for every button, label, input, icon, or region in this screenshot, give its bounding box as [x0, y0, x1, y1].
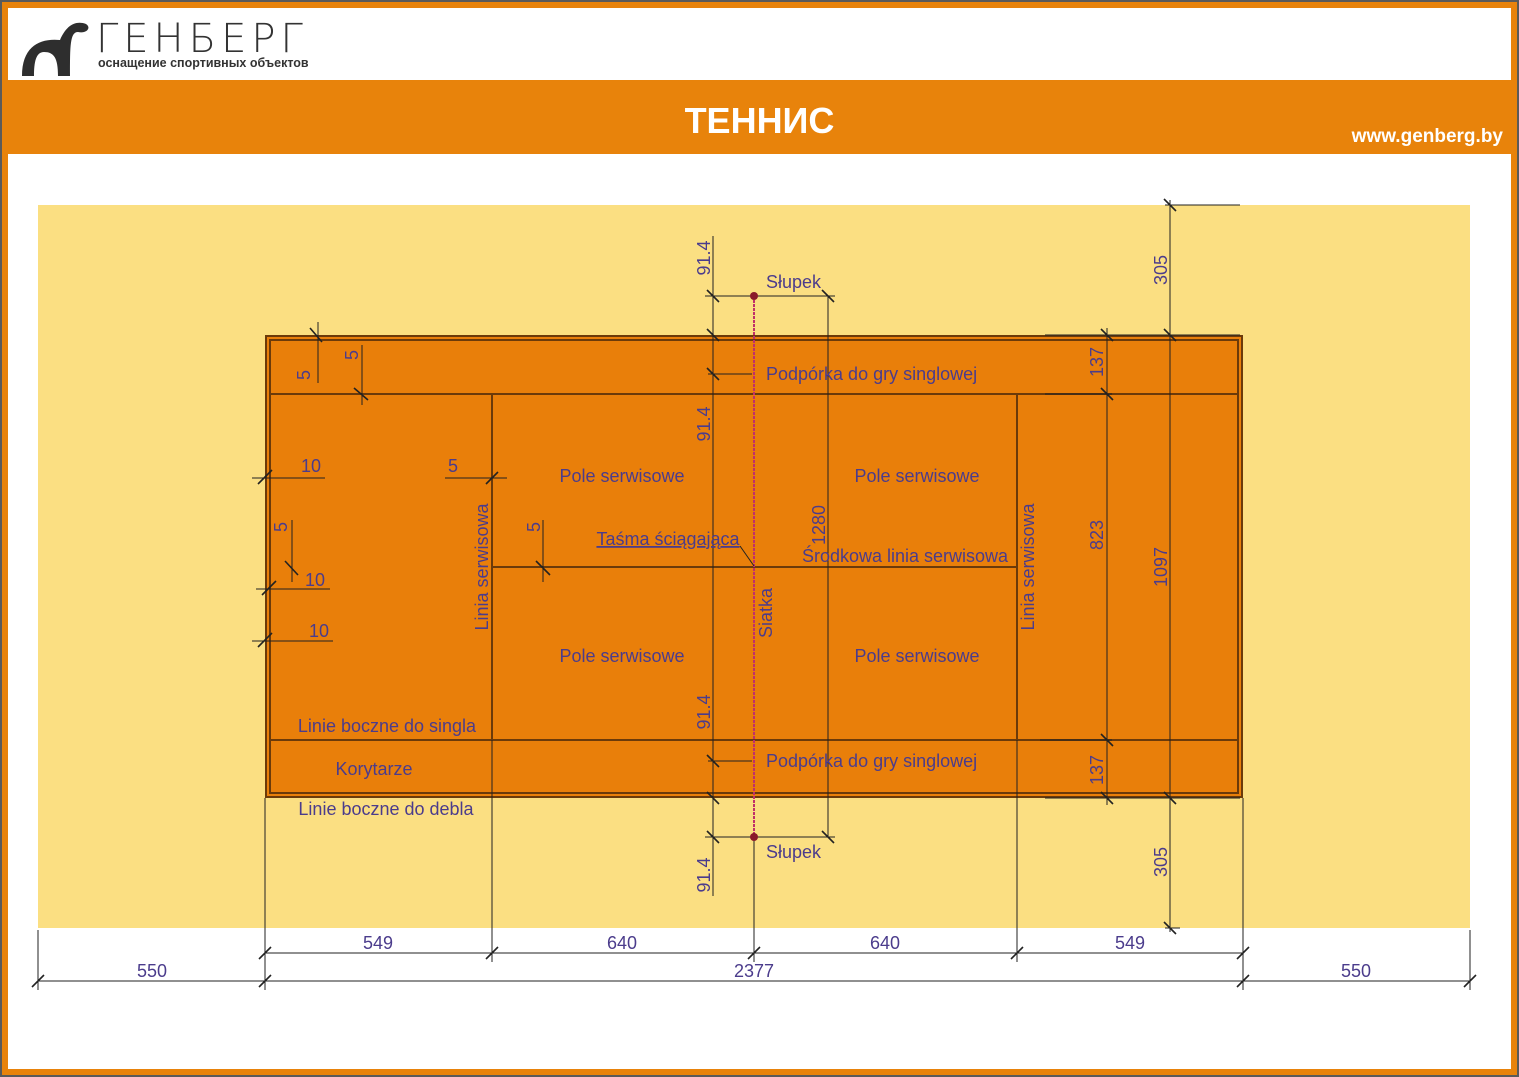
- dim-label: 640: [607, 933, 637, 953]
- dim-label: 10: [309, 621, 329, 641]
- page-title: ТЕННИС: [684, 100, 835, 141]
- dim-label: 640: [870, 933, 900, 953]
- brand-name: ГЕНБЕРГ: [96, 16, 308, 62]
- label-center-strap: Taśma ściągająca: [596, 529, 740, 549]
- label-service-box: Pole serwisowe: [854, 646, 979, 666]
- dim-label: 823: [1087, 520, 1107, 550]
- dimension-values: 549 640 640 549 550 2377 550 305 1097 30…: [137, 240, 1371, 981]
- label-center-service-line: Środkowa linia serwisowa: [802, 545, 1009, 566]
- label-net: Siatka: [756, 587, 776, 638]
- dimension-lines: [31, 198, 1477, 990]
- label-alleys: Korytarze: [335, 759, 412, 779]
- label-service-line-left: Linia serwisowa: [472, 502, 492, 630]
- dim-label: 305: [1151, 255, 1171, 285]
- dim-label: 2377: [734, 961, 774, 981]
- dim-label: 91.4: [694, 240, 714, 275]
- dim-label: 10: [305, 570, 325, 590]
- dim-label: 549: [1115, 933, 1145, 953]
- label-post-bottom: Słupek: [766, 842, 822, 862]
- net-post-bottom: [750, 833, 758, 841]
- brand-tagline: оснащение спортивных объектов: [98, 56, 309, 70]
- website-link[interactable]: www.genberg.by: [1351, 126, 1503, 147]
- dim-label: 5: [271, 522, 291, 532]
- dim-label: 5: [524, 522, 544, 532]
- dim-label: 91.4: [694, 406, 714, 441]
- dim-label: 10: [301, 456, 321, 476]
- genberg-logo-icon: [22, 22, 89, 76]
- dim-label: 137: [1087, 755, 1107, 785]
- label-singles-sidelines: Linie boczne do singla: [298, 716, 477, 736]
- dim-label: 549: [363, 933, 393, 953]
- dim-label: 1097: [1151, 547, 1171, 587]
- dim-label: 550: [137, 961, 167, 981]
- labels: Słupek Słupek Podpórka do gry singlowej …: [298, 272, 1038, 862]
- dim-label: 1280: [809, 505, 829, 545]
- net-post-top: [750, 292, 758, 300]
- dim-label: 305: [1151, 847, 1171, 877]
- label-singles-stick-bottom: Podpórka do gry singlowej: [766, 751, 977, 771]
- dim-label: 5: [448, 456, 458, 476]
- dim-label: 550: [1341, 961, 1371, 981]
- dim-label: 5: [342, 350, 362, 360]
- label-post-top: Słupek: [766, 272, 822, 292]
- label-service-line-right: Linia serwisowa: [1018, 502, 1038, 630]
- dim-label: 91.4: [694, 857, 714, 892]
- dim-label: 5: [294, 370, 314, 380]
- label-doubles-sidelines: Linie boczne do debla: [298, 799, 474, 819]
- dim-label: 91.4: [694, 694, 714, 729]
- label-service-box: Pole serwisowe: [854, 466, 979, 486]
- dim-label: 137: [1087, 347, 1107, 377]
- label-service-box: Pole serwisowe: [559, 466, 684, 486]
- title-band: ТЕННИС www.genberg.by: [8, 80, 1511, 154]
- label-service-box: Pole serwisowe: [559, 646, 684, 666]
- label-singles-stick-top: Podpórka do gry singlowej: [766, 364, 977, 384]
